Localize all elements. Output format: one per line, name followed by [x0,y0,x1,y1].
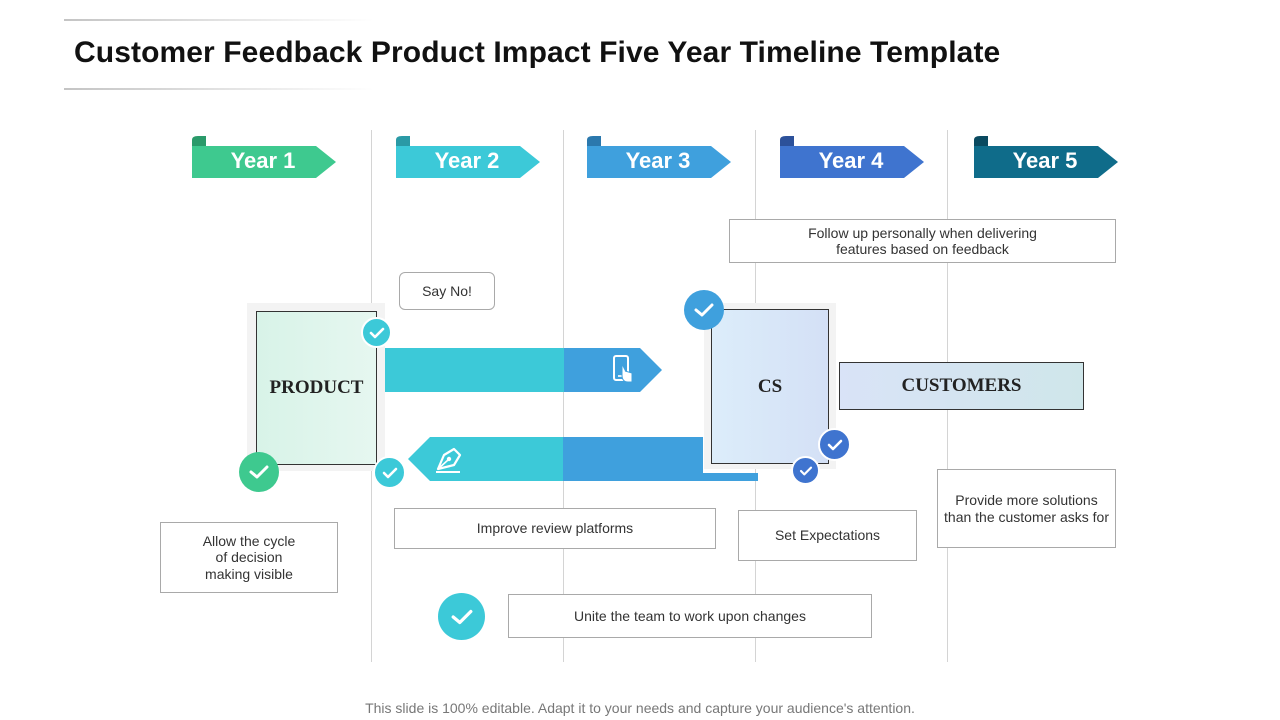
checkmark-icon [684,290,724,330]
year-banner-5: Year 5 [974,136,1120,178]
product-box: PRODUCT [256,311,377,465]
year-label: Year 2 [434,148,500,173]
note-allow-cycle: Allow the cycle of decision making visib… [160,522,338,593]
footer-caption: This slide is 100% editable. Adapt it to… [365,700,915,716]
year-banner-1: Year 1 [192,136,338,178]
year-banner-4: Year 4 [780,136,926,178]
note-improve-review: Improve review platforms [394,508,716,549]
backward-arrow [408,437,758,481]
note-set-expectations: Set Expectations [738,510,917,561]
pen-nib-icon [436,447,462,473]
page-title: Customer Feedback Product Impact Five Ye… [74,36,1001,69]
checkmark-icon [438,593,485,640]
customers-box: CUSTOMERS [839,362,1084,410]
note-follow-up: Follow up personally when delivering fea… [729,219,1116,263]
year-label: Year 4 [818,148,884,173]
checkmark-icon [361,317,392,348]
note-provide-solutions: Provide more solutions than the customer… [937,469,1116,548]
checkmark-icon [239,452,279,492]
checkmark-icon [373,456,406,489]
year-divider [563,130,564,662]
year-label: Year 5 [1012,148,1078,173]
checkmark-icon [791,456,820,485]
note-say-no: Say No! [399,272,495,310]
year-banner-2: Year 2 [396,136,542,178]
year-label: Year 3 [625,148,691,173]
cs-box: CS [711,309,829,464]
year-label: Year 1 [230,148,296,173]
title-top-rule [64,19,374,21]
year-banner-3: Year 3 [587,136,733,178]
checkmark-icon [818,428,851,461]
note-unite-team: Unite the team to work upon changes [508,594,872,638]
phone-touch-icon [613,355,633,383]
title-bottom-rule [64,88,374,90]
